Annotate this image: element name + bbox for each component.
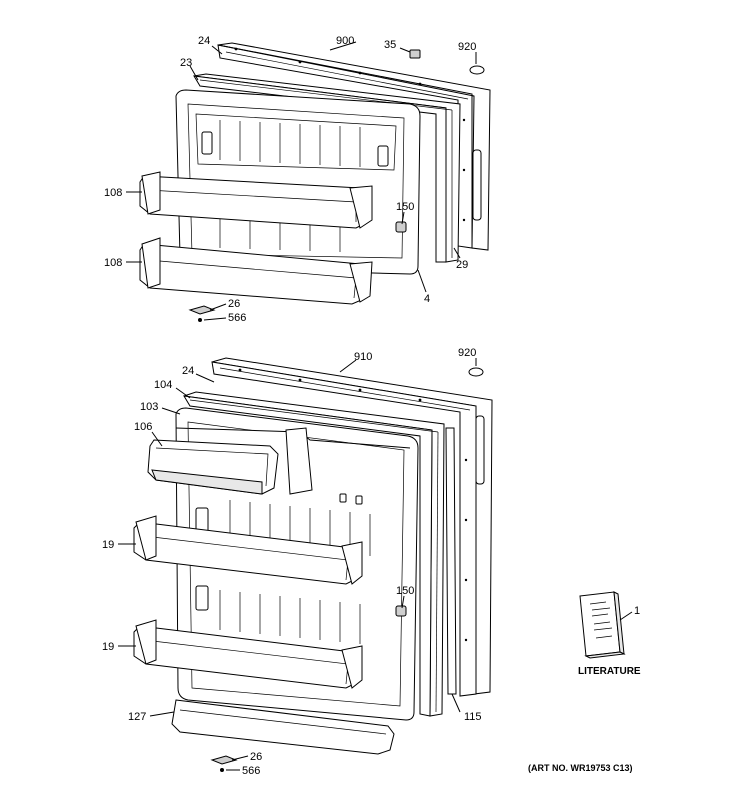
label-19-upper: 19: [102, 539, 114, 551]
label-920-top: 920: [458, 41, 476, 53]
label-23: 23: [180, 57, 192, 69]
label-150-bottom: 150: [396, 585, 414, 597]
dairy-compartment: [147, 439, 279, 495]
label-literature-part: 1: [634, 605, 640, 617]
label-108-upper: 108: [104, 187, 122, 199]
label-108-lower: 108: [104, 257, 122, 269]
bottom-door-shelf-lower: [133, 619, 363, 689]
label-35: 35: [384, 39, 396, 51]
literature-labels: 1 LITERATURE: [578, 605, 641, 677]
label-127: 127: [128, 711, 146, 723]
screw-part-566-top: [198, 318, 202, 322]
label-19-lower: 19: [102, 641, 114, 653]
literature-booklet: [579, 591, 626, 659]
bottom-door-labels: 910 920 24 104 103 106 19 150 19 127 115…: [102, 347, 482, 777]
hinge-part-26-top: [188, 305, 216, 315]
screw-part-150-top: [395, 221, 407, 233]
label-24-bottom: 24: [182, 365, 194, 377]
label-104: 104: [154, 379, 172, 391]
plug-part-35: [409, 49, 421, 59]
art-number: (ART NO. WR19753 C13): [528, 763, 633, 773]
label-910: 910: [354, 351, 372, 363]
bottom-outer-door-panel: [211, 357, 493, 697]
bottom-door-shelf-upper: [133, 515, 363, 585]
hole-plug-920-bottom: [468, 367, 484, 377]
label-566-bottom: 566: [242, 765, 260, 777]
label-150-top: 150: [396, 201, 414, 213]
literature-caption: LITERATURE: [578, 666, 641, 677]
label-24-top: 24: [198, 35, 210, 47]
top-outer-door-panel: [217, 42, 491, 251]
label-26-bottom: 26: [250, 751, 262, 763]
door-trim-127: [171, 699, 395, 755]
hole-plug-920-top: [469, 65, 485, 75]
label-4: 4: [424, 293, 430, 305]
label-900: 900: [336, 35, 354, 47]
leader-lines: [118, 41, 633, 771]
label-920-bottom: 920: [458, 347, 476, 359]
label-26-top: 26: [228, 298, 240, 310]
top-door-assembly: [139, 42, 491, 322]
label-106: 106: [134, 421, 152, 433]
top-door-shelf-lower: [139, 237, 373, 305]
label-29: 29: [456, 259, 468, 271]
hinge-part-26-bottom: [210, 755, 238, 765]
label-115: 115: [464, 711, 482, 723]
top-door-labels: 24 900 35 920 23 108 150 108 29 4 26 566: [104, 35, 476, 324]
label-103: 103: [140, 401, 158, 413]
screw-part-150-bottom: [395, 605, 407, 617]
screw-part-566-bottom: [220, 768, 224, 772]
top-door-shelf-upper: [139, 171, 373, 229]
bottom-door-gasket: [183, 391, 457, 717]
label-566-top: 566: [228, 312, 246, 324]
bottom-door-assembly: [133, 357, 493, 772]
